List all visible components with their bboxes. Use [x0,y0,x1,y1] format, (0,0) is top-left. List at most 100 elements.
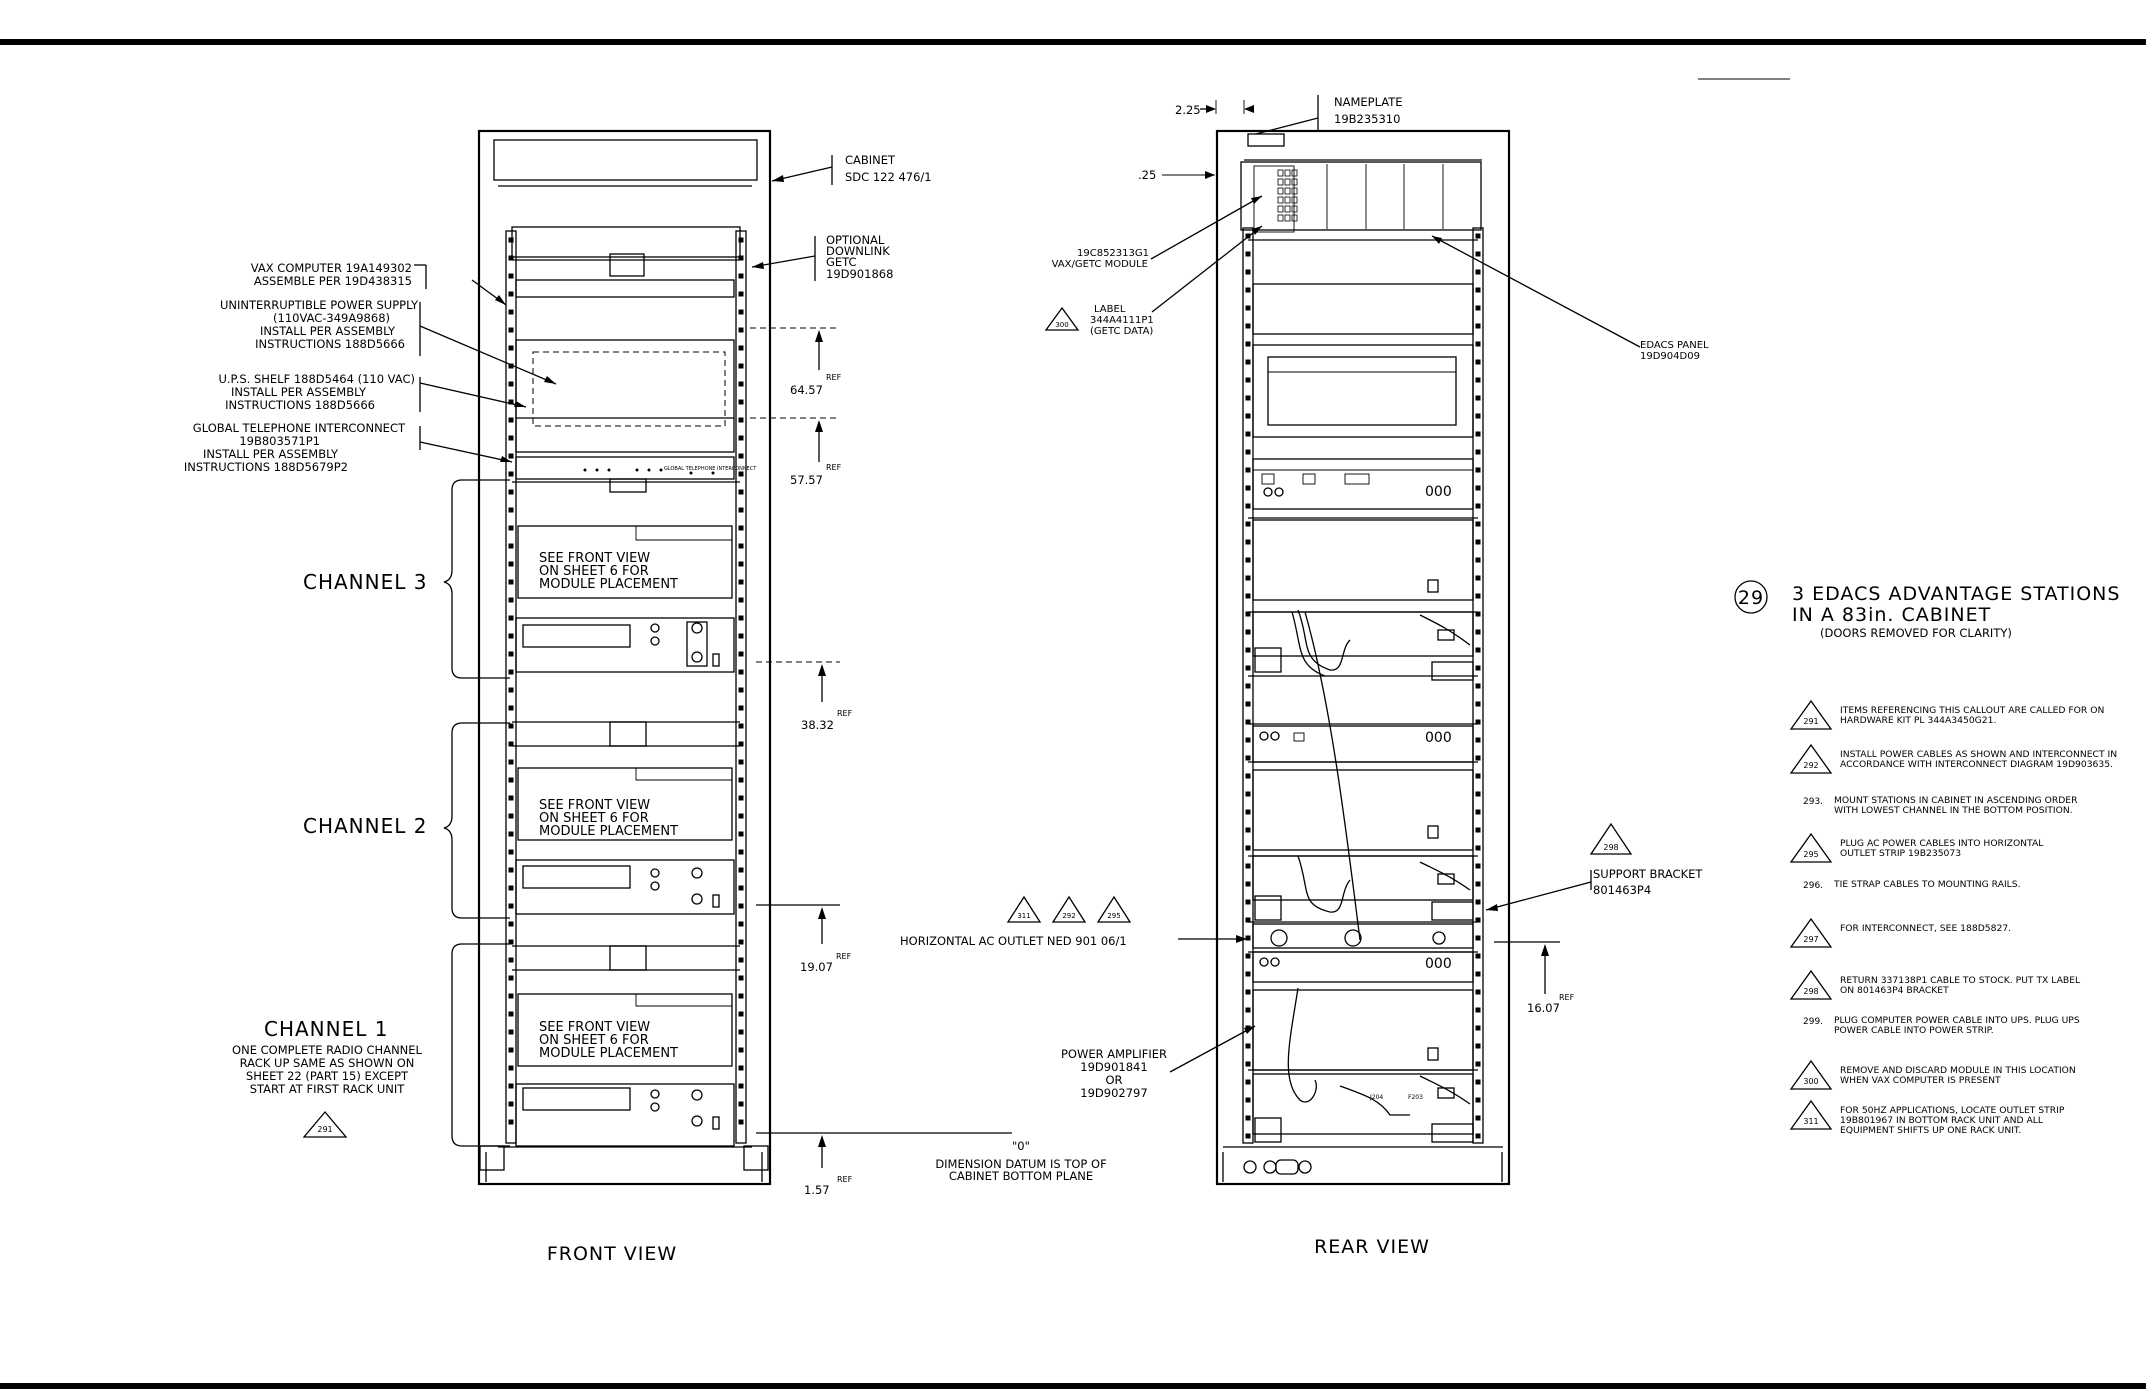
ch1-radio-unit [515,1083,735,1147]
svg-text:INSTALL PER ASSEMBLY: INSTALL PER ASSEMBLY [231,385,367,399]
ups-shelf-label: U.P.S. SHELF 188D5464 (110 VAC) INSTALL … [218,372,421,412]
svg-text:NAMEPLATE: NAMEPLATE [1334,95,1403,109]
note-number: 299. [1803,1017,1823,1027]
svg-text:UNINTERRUPTIBLE POWER SUPPLY: UNINTERRUPTIBLE POWER SUPPLY [220,298,419,312]
svg-text:38.32: 38.32 [801,718,834,732]
rear-ch3-cable [1297,609,1351,671]
dim-2-25: 2.25 [1175,103,1201,117]
svg-text:REF: REF [836,952,852,961]
ch3-radio-unit [515,617,735,673]
channel-2-label: CHANNEL 2 [303,814,427,838]
rear-right-rail [1472,227,1484,1144]
front-rail-holes [508,237,744,1125]
note-text-line: TIE STRAP CABLES TO MOUNTING RAILS. [1833,879,2021,890]
front-view: GLOBAL TELEPHONE INTERCONNECT SEE FRONT … [184,129,1107,1265]
rear-cabinet-outline [1215,129,1511,1186]
note-298-triangle [1789,969,1833,1000]
rear-ch2-pa [1252,769,1474,851]
drawing-title-block: 29 3 EDACS ADVANTAGE STATIONS IN A 83in.… [1734,580,2119,640]
edacs-panel-label: EDACS PANEL 19D904D09 [1640,340,1709,362]
sheet-number-circle [1734,580,1768,614]
rear-ac-outlet-strip [1252,923,1474,949]
svg-text:INSTRUCTIONS 188D5679P2: INSTRUCTIONS 188D5679P2 [184,460,348,474]
note-300-triangle [1789,1059,1833,1090]
svg-text:292: 292 [1062,912,1075,920]
ch1-see-front-2: ON SHEET 6 FOR [539,1033,649,1048]
svg-text:19D902797: 19D902797 [1080,1086,1147,1100]
callout-298-triangle [1589,822,1633,855]
label-getc-data: LABEL 344A4111P1 (GETC DATA) [1090,304,1154,337]
svg-text:SDC 122 476/1: SDC 122 476/1 [845,170,932,184]
front-right-rail [735,230,747,1144]
svg-text:19B235310: 19B235310 [1334,112,1400,126]
svg-text:VAX COMPUTER 19A149302: VAX COMPUTER 19A149302 [251,261,412,275]
callout-300-number: 300 [1055,321,1068,329]
svg-text:REF: REF [1559,993,1575,1002]
svg-text:REF: REF [837,1175,853,1184]
title-line-3: (DOORS REMOVED FOR CLARITY) [1820,626,2012,640]
rear-dimension-1607: 16.07 REF [1494,941,1575,1015]
svg-text:1.57: 1.57 [804,1183,830,1197]
note-text-line: ACCORDANCE WITH INTERCONNECT DIAGRAM 19D… [1840,759,2113,770]
note-text-line: PLUG COMPUTER POWER CABLE INTO UPS. PLUG… [1834,1015,2080,1026]
rear-view-title: REAR VIEW [1314,1236,1430,1258]
power-amplifier-label: POWER AMPLIFIER 19D901841 OR 19D902797 [1061,1047,1167,1100]
note-296: 296.TIE STRAP CABLES TO MOUNTING RAILS. [1803,879,2021,891]
svg-text:19C852313G1: 19C852313G1 [1077,248,1149,259]
svg-text:GETC: GETC [826,255,857,269]
svg-text:801463P4: 801463P4 [1593,883,1651,897]
svg-text:57.57: 57.57 [790,473,823,487]
ch2-brace [443,722,510,919]
rear-rail-holes [1245,233,1481,1139]
note-number: 300 [1803,1077,1818,1086]
svg-text:000: 000 [1425,956,1452,972]
svg-text:START AT FIRST RACK UNIT: START AT FIRST RACK UNIT [250,1082,406,1096]
note-text-line: 19B801967 IN BOTTOM RACK UNIT AND ALL [1840,1115,2044,1126]
rear-ch1-pa [1252,989,1474,1071]
svg-text:REF: REF [837,709,853,718]
note-text-line: REMOVE AND DISCARD MODULE IN THIS LOCATI… [1840,1065,2076,1076]
svg-text:64.57: 64.57 [790,383,823,397]
svg-text:DIMENSION DATUM IS TOP OF: DIMENSION DATUM IS TOP OF [935,1157,1106,1171]
gti-indicators [583,468,715,475]
svg-text:POWER AMPLIFIER: POWER AMPLIFIER [1061,1047,1167,1061]
front-view-title: FRONT VIEW [547,1243,677,1265]
front-ups-unit [515,339,735,453]
note-number: 297 [1803,935,1818,944]
cabinet-label: CABINET SDC 122 476/1 [845,153,932,184]
svg-text:311: 311 [1017,912,1030,920]
rear-gti-unit [1252,458,1474,510]
callout-291-number: 291 [317,1125,332,1134]
svg-text:INSTALL PER ASSEMBLY: INSTALL PER ASSEMBLY [203,447,339,461]
front-vax-unit [511,226,741,258]
note-number: 298 [1803,987,1818,996]
gti-panel-text: GLOBAL TELEPHONE INTERCONNECT [664,466,757,472]
channel-1-description: ONE COMPLETE RADIO CHANNEL RACK UP SAME … [232,1043,422,1096]
note-311-triangle [1789,1099,1833,1130]
ch1-see-front-3: MODULE PLACEMENT [539,1046,678,1061]
front-cabinet-nameplate-box [493,139,758,181]
svg-text:(110VAC-349A9868): (110VAC-349A9868) [273,311,390,325]
front-dimensions: 64.57 REF 57.57 REF 38.32 REF 19.07 REF … [750,327,1012,1197]
note-text-line: FOR INTERCONNECT, SEE 188D5827. [1840,923,2011,934]
svg-text:VAX/GETC MODULE: VAX/GETC MODULE [1052,259,1148,270]
svg-text:REF: REF [826,463,842,472]
ch1-brace [451,943,510,1147]
nameplate-label: NAMEPLATE 19B235310 [1334,95,1403,126]
svg-text:19B803571P1: 19B803571P1 [239,434,320,448]
rear-getc-connectors [1277,169,1298,222]
note-291-triangle [1789,699,1833,730]
note-293: 293.MOUNT STATIONS IN CABINET IN ASCENDI… [1803,795,2078,816]
note-number: 311 [1803,1117,1818,1126]
svg-text:ONE COMPLETE RADIO CHANNEL: ONE COMPLETE RADIO CHANNEL [232,1043,422,1057]
svg-text:19D901868: 19D901868 [826,267,893,281]
title-line-2: IN A 83in. CABINET [1792,604,1991,626]
callout-291-triangle [302,1110,348,1138]
svg-text:J204: J204 [1369,1094,1383,1101]
rear-getc-module [1240,161,1482,231]
datum-note: DIMENSION DATUM IS TOP OF CABINET BOTTOM… [935,1157,1106,1183]
note-text-line: WHEN VAX COMPUTER IS PRESENT [1840,1075,2001,1086]
